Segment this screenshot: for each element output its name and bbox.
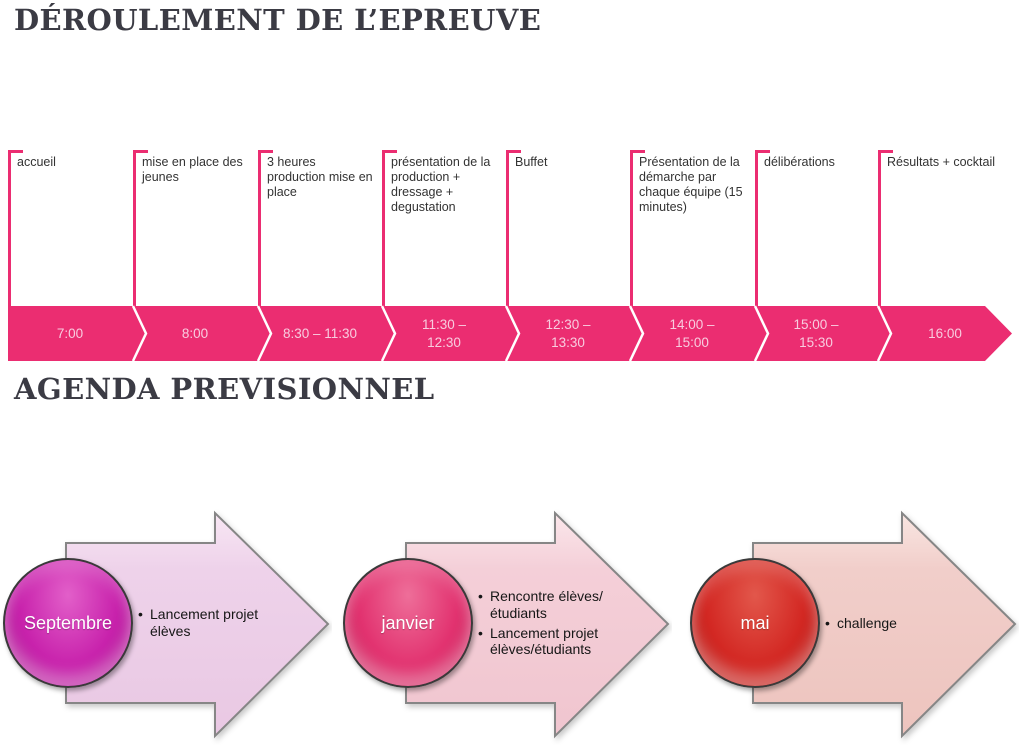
timeline-time: 12:30 – 13:30 — [545, 316, 591, 350]
chevron-separator — [876, 305, 893, 362]
page-title-agenda: AGENDA PREVISIONNEL — [14, 372, 435, 406]
timeline-marker — [8, 150, 23, 307]
bullet-text: Lancement projet élèves/étudiants — [490, 624, 599, 658]
bullet-item: Rencontre élèves/étudiants — [478, 588, 623, 622]
arrow-right-shape — [65, 510, 330, 739]
timeline-marker — [506, 150, 521, 307]
timeline-marker — [133, 150, 148, 307]
timeline-band — [8, 305, 1012, 362]
timeline-event-label: 3 heures production mise en place — [267, 155, 373, 199]
timeline-event-label: présentation de la production + dressage… — [391, 155, 491, 214]
month-label: mai — [740, 612, 770, 633]
timeline-time: 16:00 — [928, 325, 962, 341]
bullet-text: Lancement projet élèves — [150, 606, 259, 639]
chevron-separator — [131, 305, 148, 362]
month-circle: mai — [690, 558, 820, 688]
milestone-mai: mai challenge — [687, 500, 1019, 745]
timeline-marker — [258, 150, 273, 307]
timeline-event-label: accueil — [17, 155, 56, 169]
month-circle: Septembre — [3, 558, 133, 688]
bullet-item: Lancement projet élèves/étudiants — [478, 625, 623, 659]
timeline-event-label: Buffet — [515, 155, 548, 169]
bullet-text: challenge — [837, 614, 897, 631]
timeline-marker — [630, 150, 645, 307]
page-title-deroulement: DÉROULEMENT DE L’EPREUVE — [14, 3, 542, 37]
timeline-marker — [755, 150, 770, 307]
timeline-event-label: Résultats + cocktail — [887, 155, 996, 169]
month-label: Septembre — [23, 612, 113, 633]
timeline-time: 7:00 — [56, 325, 84, 341]
timeline-event-label: délibérations — [764, 155, 835, 169]
bullet-text: Rencontre élèves/étudiants — [490, 587, 603, 621]
timeline-time: 15:00 – 15:30 — [793, 316, 839, 350]
timeline-event-label: Présentation de la démarche par chaque é… — [639, 155, 743, 214]
bullet-dot — [138, 606, 150, 640]
bullet-dot — [478, 625, 490, 659]
chevron-separator — [380, 305, 397, 362]
chevron-separator — [256, 305, 273, 362]
chevron-separator — [628, 305, 645, 362]
chevron-separator — [504, 305, 521, 362]
timeline-marker — [382, 150, 397, 307]
arrow-right-shape — [405, 510, 670, 739]
milestone-bullets: Rencontre élèves/étudiants Lancement pro… — [478, 543, 630, 703]
bullet-dot — [478, 588, 490, 622]
bullet-dot — [825, 615, 837, 632]
month-label: janvier — [381, 612, 435, 633]
month-circle: janvier — [343, 558, 473, 688]
timeline-marker — [878, 150, 893, 307]
timeline-time: 8:30 – 11:30 — [282, 325, 358, 341]
arrow-right-shape — [752, 510, 1017, 739]
timeline-time: 8:00 — [181, 325, 209, 341]
milestone-septembre: Septembre Lancement projet élèves — [0, 500, 332, 745]
bullet-item: challenge — [825, 615, 970, 632]
timeline-event-label: mise en place des jeunes — [142, 155, 243, 184]
milestone-bullets: challenge — [825, 543, 977, 703]
milestone-janvier: janvier Rencontre élèves/étudiants Lance… — [340, 500, 672, 745]
milestone-bullets: Lancement projet élèves — [138, 543, 290, 703]
timeline-time: 14:00 – 15:00 — [669, 316, 715, 350]
bullet-item: Lancement projet élèves — [138, 606, 283, 640]
timeline-time: 11:30 – 12:30 — [421, 316, 467, 350]
chevron-separator — [753, 305, 770, 362]
